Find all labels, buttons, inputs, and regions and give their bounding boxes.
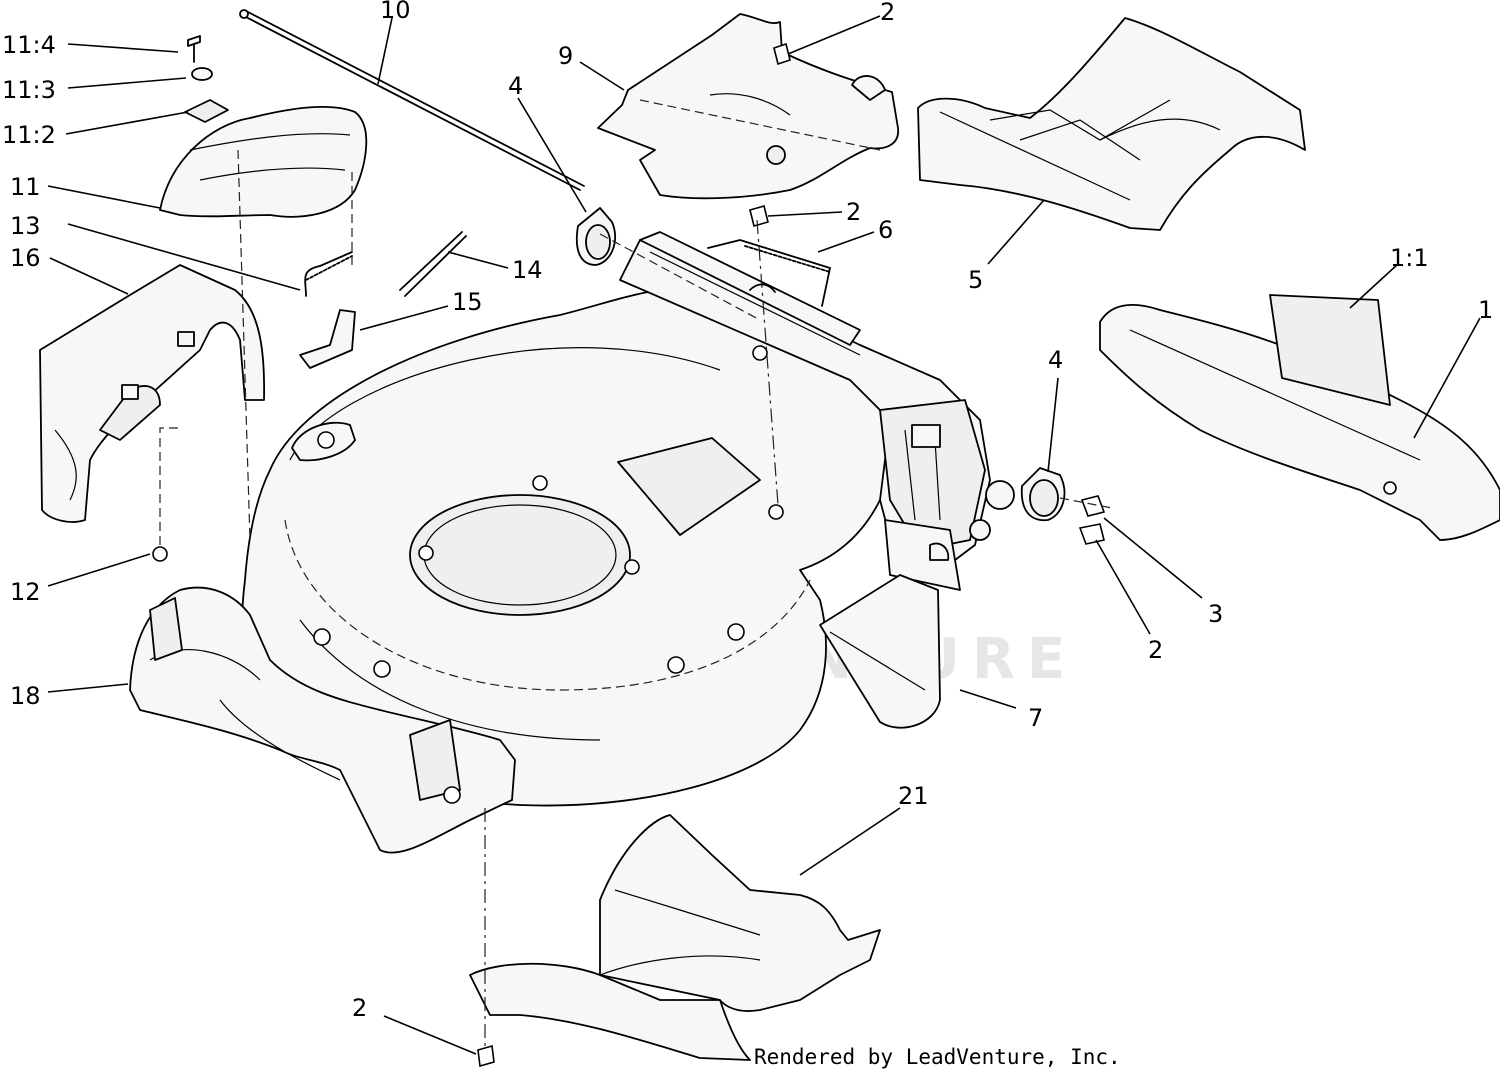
callout-4-left: 4 xyxy=(508,72,523,100)
callout-15: 15 xyxy=(452,288,483,316)
front-bumper xyxy=(129,586,516,854)
callout-21: 21 xyxy=(898,782,929,810)
callout-6: 6 xyxy=(878,216,893,244)
callout-2-right: 2 xyxy=(1148,636,1163,664)
rear-door xyxy=(1099,294,1500,541)
height-adjuster-cover xyxy=(152,35,368,562)
callout-16: 16 xyxy=(10,244,41,272)
callout-10: 10 xyxy=(380,0,411,24)
leader-lines xyxy=(47,15,1481,1055)
callout-18: 18 xyxy=(10,682,41,710)
callout-11-4: 11:4 xyxy=(2,31,56,59)
callout-labels: 11:4 11:3 11:2 11 13 16 12 18 10 4 9 2 2… xyxy=(2,0,1493,1022)
pivot-brackets xyxy=(575,207,1113,545)
callout-1: 1 xyxy=(1478,296,1493,324)
callout-14: 14 xyxy=(512,256,543,284)
callout-3: 3 xyxy=(1208,600,1223,628)
callout-2-bottom: 2 xyxy=(352,994,367,1022)
deck-spring xyxy=(707,239,831,307)
rear-deflector xyxy=(917,17,1306,231)
callout-13: 13 xyxy=(10,212,41,240)
callout-2-baffle: 2 xyxy=(846,198,861,226)
render-credit: Rendered by LeadVenture, Inc. xyxy=(754,1045,1121,1069)
callout-2-top: 2 xyxy=(880,0,895,26)
callout-11: 11 xyxy=(10,173,41,201)
mulch-plug xyxy=(469,808,881,1068)
callout-9: 9 xyxy=(558,42,573,70)
callout-11-2: 11:2 xyxy=(2,121,56,149)
top-baffle xyxy=(597,13,899,506)
spring-and-rods xyxy=(239,9,585,369)
mower-deck-housing xyxy=(241,231,1015,807)
callout-11-3: 11:3 xyxy=(2,76,56,104)
callout-12: 12 xyxy=(10,578,41,606)
side-discharge-shield xyxy=(39,264,266,523)
callout-1-1: 1:1 xyxy=(1390,244,1429,272)
callout-4-right: 4 xyxy=(1048,346,1063,374)
callout-5: 5 xyxy=(968,266,983,294)
callout-7: 7 xyxy=(1028,704,1043,732)
